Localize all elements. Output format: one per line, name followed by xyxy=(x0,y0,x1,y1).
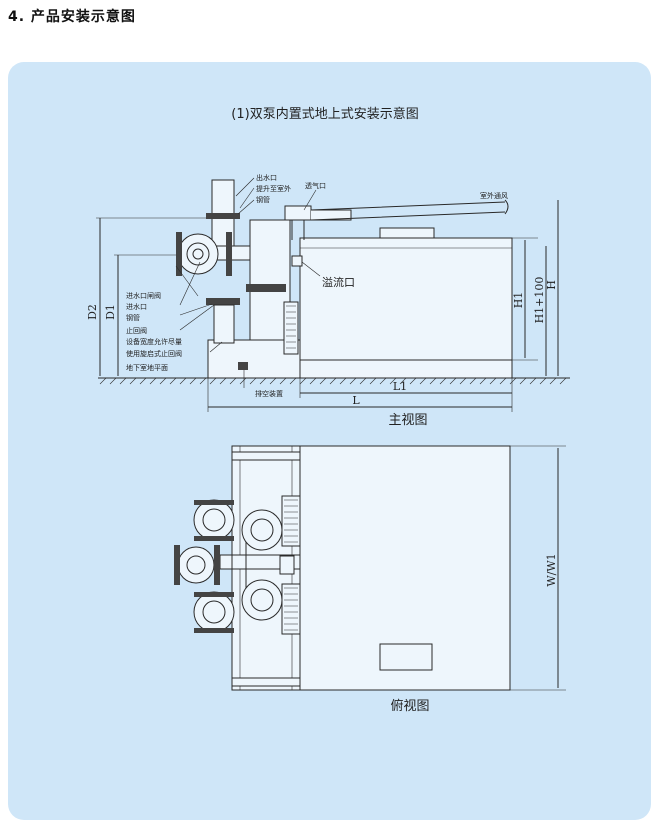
check-valve-body xyxy=(213,304,235,344)
top-view: W/W1 俯视图 xyxy=(174,445,566,714)
front-view-caption: 主视图 xyxy=(388,413,427,428)
front-view: H1 H1+100 H D2 D1 L1 L xyxy=(86,173,570,428)
label-overflow: 溢流口 xyxy=(322,275,355,289)
motor-fan xyxy=(283,301,299,355)
label-lift-pipe: 提升至室外 xyxy=(256,184,291,193)
tank-body xyxy=(299,237,513,361)
label-basement-floor: 地下室地平面 xyxy=(126,363,168,372)
label-inlet-gate-valve: 进水口闸阀 xyxy=(126,291,161,300)
label-steel-pipe-2: 钢管 xyxy=(126,313,140,322)
manhole-cover xyxy=(379,227,435,239)
riser-flange xyxy=(206,213,240,219)
dim-l: L xyxy=(352,394,360,407)
dim-w: W/W1 xyxy=(545,553,558,586)
section-heading: 4. 产品安装示意图 xyxy=(8,9,136,25)
check-valve xyxy=(206,298,240,305)
label-inlet: 进水口 xyxy=(126,302,147,311)
label-drain-device: 排空装置 xyxy=(255,389,283,398)
label-vent: 透气口 xyxy=(305,181,326,190)
dim-d2: D2 xyxy=(86,304,99,320)
top-motor-1 xyxy=(281,495,301,547)
drain-valve xyxy=(238,362,248,370)
label-equipment-width: 设备宽度允许尽量 xyxy=(126,337,182,346)
dim-h1: H1 xyxy=(512,292,525,309)
vent-pipe xyxy=(310,201,506,221)
base-frame xyxy=(299,359,513,379)
dim-l1: L1 xyxy=(393,380,407,393)
overflow-port xyxy=(291,255,303,267)
top-view-caption: 俯视图 xyxy=(390,698,429,714)
diagram-panel xyxy=(8,62,651,820)
inlet-flange xyxy=(176,232,182,276)
label-outlet: 出水口 xyxy=(256,173,277,182)
pump-flange-top xyxy=(246,284,286,292)
ground-hatch xyxy=(99,377,567,385)
dim-d1: D1 xyxy=(104,304,117,320)
manhole-top xyxy=(379,643,433,671)
label-swing-check-valve: 使用旋启式止回阀 xyxy=(126,349,182,358)
label-steel-pipe: 钢管 xyxy=(256,195,270,204)
diagram-title: (1)双泵内置式地上式安装示意图 xyxy=(231,106,418,122)
vent-fitting xyxy=(284,205,312,221)
dim-h: H xyxy=(545,280,558,290)
label-check-valve: 止回阀 xyxy=(126,326,147,335)
pump-column xyxy=(249,219,291,341)
top-motor-2 xyxy=(281,583,301,635)
dim-h1-100: H1+100 xyxy=(533,277,546,324)
label-outdoor-vent: 室外通风 xyxy=(480,191,508,200)
